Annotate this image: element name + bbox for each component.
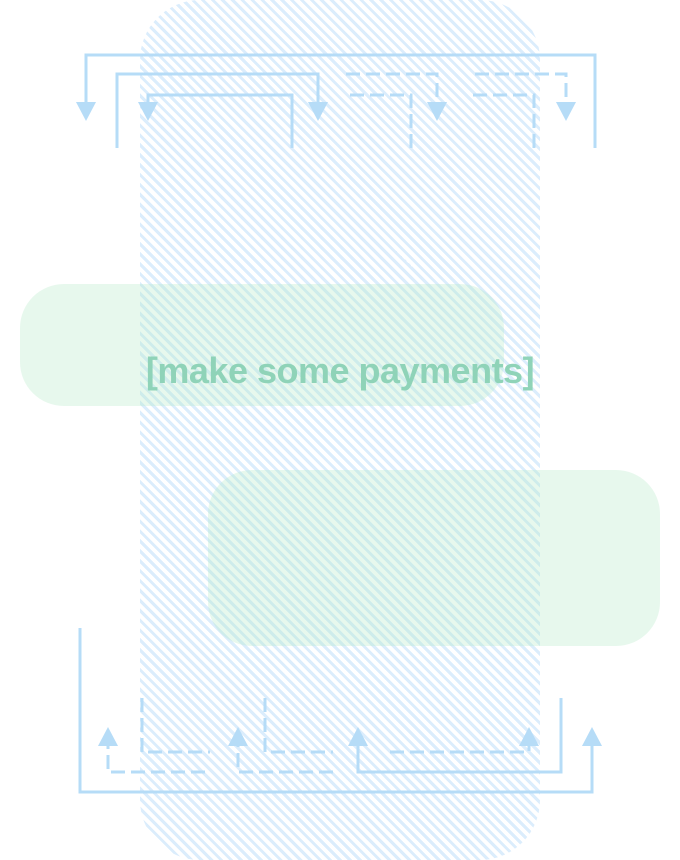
arrow-up-icon [228,727,248,746]
arrow-down-icon [556,102,576,121]
bottom-flow-mid [263,698,333,754]
top-flow-dashed-d [468,93,536,148]
arrow-up-icon [582,727,602,746]
arrow-up-icon [98,727,118,746]
top-flow-dashed-a [346,72,439,105]
arrow-down-icon [138,102,158,121]
bottom-flow-left [140,698,210,754]
arrow-down-icon [427,102,447,121]
bottom-flow-right [390,744,531,754]
arrow-up-icon [348,727,368,746]
top-flow-dashed-b [346,93,413,148]
top-flow-dashed-c [475,72,568,105]
top-flow-outer [84,53,597,148]
arrow-down-icon [308,102,328,121]
caption-text: [make some payments] [145,350,535,391]
top-flow-inner [146,93,294,148]
message-bubble-right [208,470,660,646]
message-bubble-left [20,284,504,406]
arrow-up-icon [519,727,539,746]
bottom-flow-left-up [106,744,205,774]
bottom-flow-right-up [356,698,563,774]
top-flow-middle [115,72,320,148]
bottom-flow-mid-up [236,744,333,774]
phone-outline [140,0,540,860]
bottom-flow-outer [78,628,594,794]
arrow-down-icon [76,102,96,121]
